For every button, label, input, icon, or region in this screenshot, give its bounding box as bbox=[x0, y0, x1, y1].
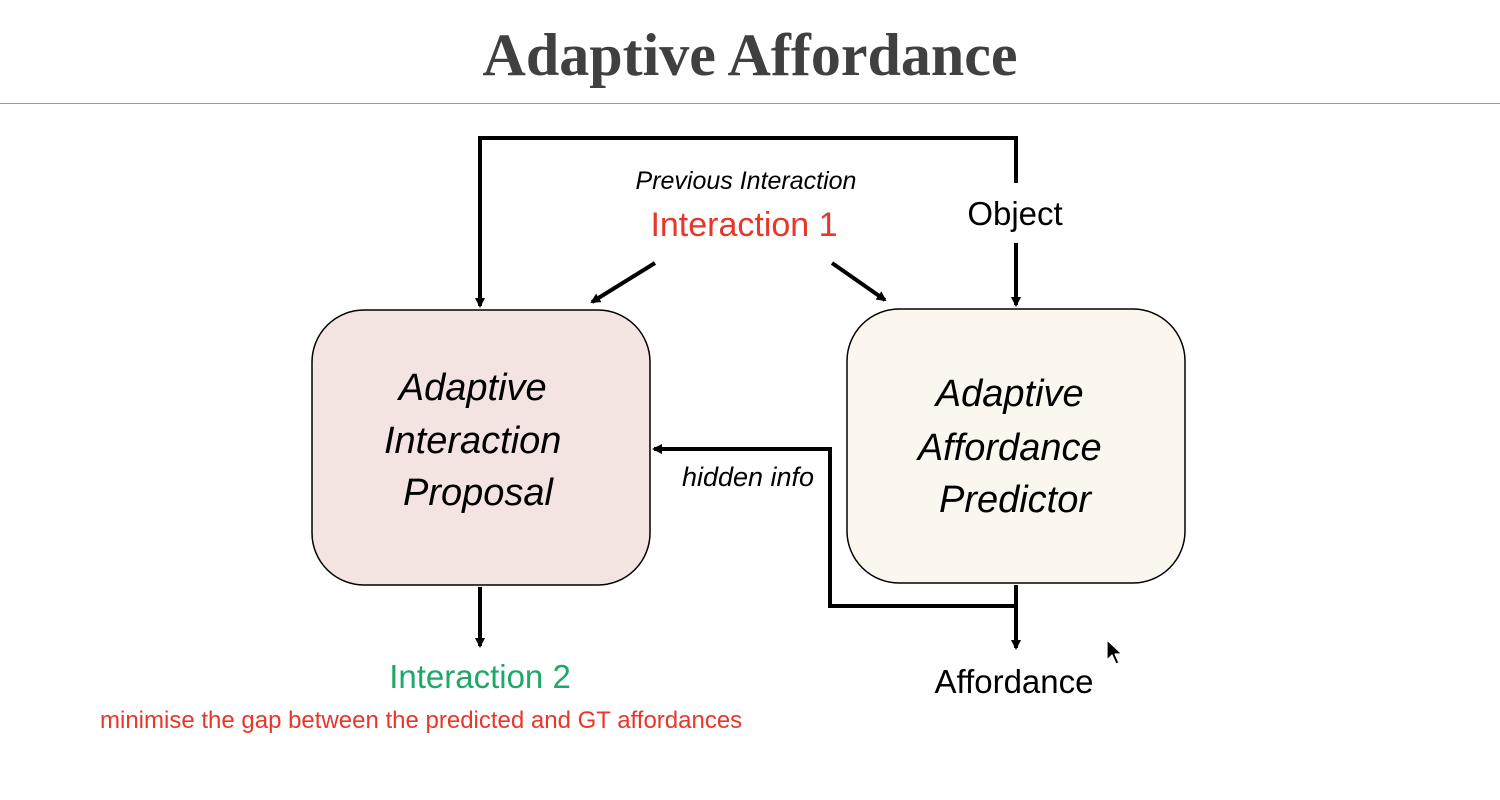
svg-text:Adaptive Interaction: Adaptive Interaction Proposal bbox=[384, 367, 572, 514]
label-interaction-1: Interaction 1 bbox=[650, 206, 837, 244]
label-interaction-2: Interaction 2 bbox=[389, 658, 571, 695]
label-affordance: Affordance bbox=[934, 663, 1093, 700]
title-divider bbox=[0, 103, 1500, 104]
label-objective-note: minimise the gap between the predicted a… bbox=[100, 707, 742, 734]
svg-text:Adaptive Affordance: Adaptive Affordance Predictor bbox=[916, 373, 1112, 521]
node-proposal-line-3: Proposal bbox=[403, 472, 555, 514]
node-adaptive-affordance-predictor[interactable]: Adaptive Affordance Predictor bbox=[846, 308, 1186, 584]
node-proposal-line-1: Adaptive bbox=[397, 367, 547, 409]
node-proposal-line-2: Interaction bbox=[384, 420, 561, 462]
label-hidden-info: hidden info bbox=[682, 462, 814, 492]
slide-title: Adaptive Affordance bbox=[482, 22, 1018, 88]
node-box-predictor bbox=[846, 308, 1186, 584]
node-predictor-line-1: Adaptive bbox=[934, 373, 1084, 415]
label-object: Object bbox=[967, 195, 1062, 232]
edge-interaction1-to-proposal bbox=[590, 261, 657, 304]
edge-object-loop bbox=[475, 136, 1018, 308]
node-predictor-line-3: Predictor bbox=[939, 479, 1092, 521]
object-label-backing bbox=[955, 188, 1075, 238]
edge-hidden-info bbox=[652, 444, 1014, 608]
mouse-pointer-icon bbox=[1106, 639, 1123, 665]
label-previous-interaction: Previous Interaction bbox=[636, 167, 857, 195]
node-predictor-line-2: Affordance bbox=[916, 427, 1102, 469]
node-adaptive-interaction-proposal[interactable]: Adaptive Interaction Proposal bbox=[311, 309, 651, 586]
node-box-proposal bbox=[311, 309, 651, 586]
edge-interaction1-to-predictor bbox=[830, 261, 887, 302]
